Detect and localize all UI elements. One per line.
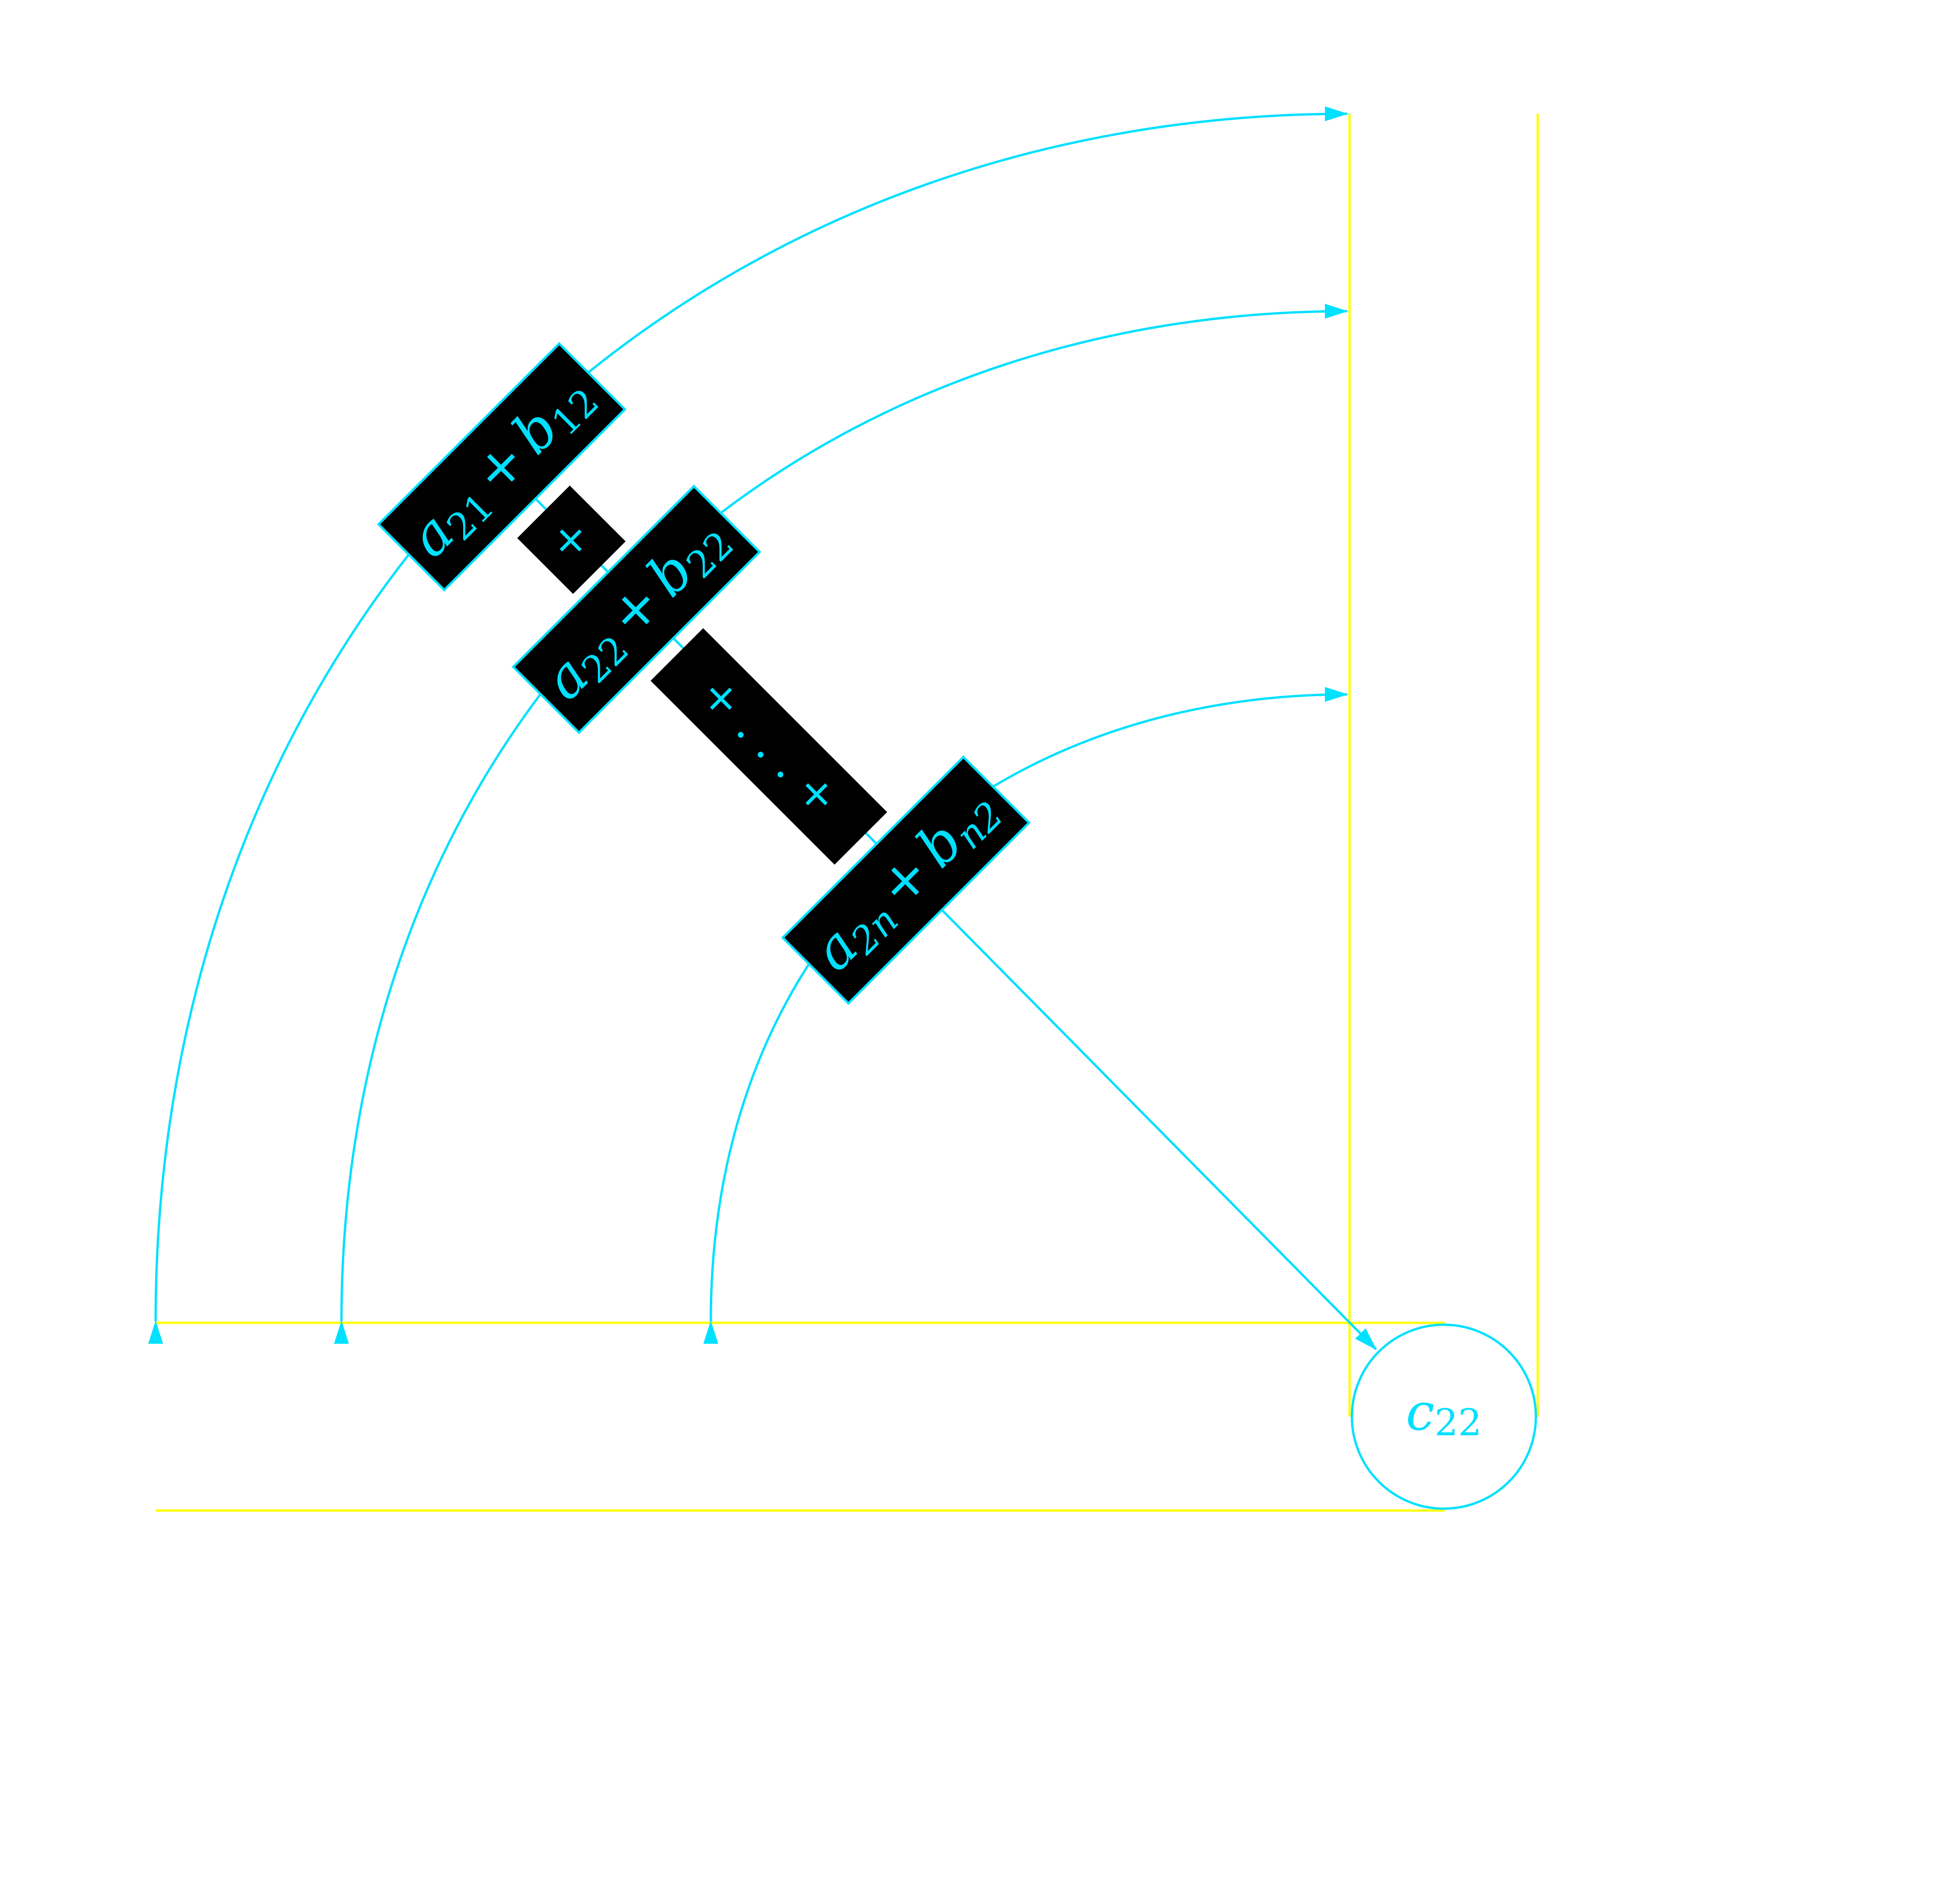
term-label-1: a21+b12 [377,342,627,592]
result-base: c [1406,1382,1435,1442]
term-label-3: a2n+bn2 [781,755,1031,1005]
separator-box-2 [650,628,887,865]
result-node: c22 [1350,1323,1537,1510]
term-box-2 [511,484,761,734]
term-box-3 [781,755,1031,1005]
result-label: c22 [1406,1382,1481,1444]
term-label-2: a22+b22 [511,484,761,734]
separator-2: + . . . + [650,628,887,865]
separator-box-1 [517,485,626,594]
result-sub: 22 [1435,1401,1482,1444]
term-box-1 [377,342,627,592]
separator-text-2: + . . . + [690,667,848,825]
separator-1: + [517,485,626,594]
result-circle [1350,1323,1537,1510]
